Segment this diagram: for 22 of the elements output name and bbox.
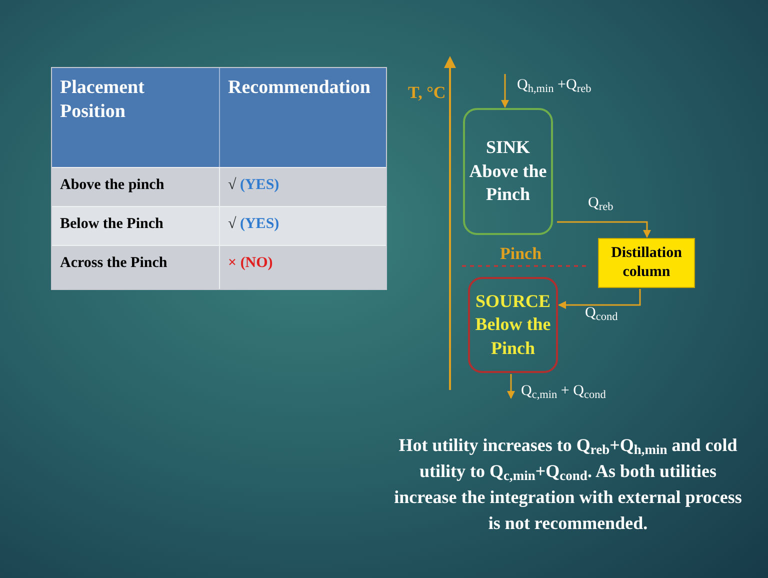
- arrow: [558, 289, 641, 309]
- axis-label: T, °C: [408, 82, 446, 104]
- table-cell: √ (YES): [219, 206, 386, 245]
- table-cell: √ (YES): [219, 167, 386, 206]
- arrow: [507, 374, 515, 399]
- source-box: SOURCE Below the Pinch: [468, 277, 558, 373]
- table-cell: × (NO): [219, 245, 386, 289]
- pinch-label: Pinch: [500, 243, 542, 265]
- header-cell: Recommendation: [219, 68, 386, 167]
- edge-label: Q$_{h,min}$ +Q$_{reb}$: [517, 78, 592, 93]
- arrow: [557, 221, 651, 238]
- edge-label: Q$_{cond}$: [585, 306, 618, 321]
- edge-label: Q$_{reb}$: [588, 196, 614, 211]
- sink-box: SINK Above the Pinch: [463, 108, 553, 235]
- note-paragraph: Hot utility increases to Q$_{reb}$+Q$_{h,min}$ and cold utility to Q$_{c,min}$+Q$_{cond}$. As both utilities increase the integration with external process is not recommended.: [393, 434, 743, 536]
- distillation-column-box: Distillation column: [598, 238, 695, 288]
- edge-label: Q$_{c,min}$ + Q$_{cond}$: [521, 384, 606, 399]
- table-cell: Below the Pinch: [52, 206, 219, 245]
- arrow: [501, 74, 509, 108]
- table-cell: Above the pinch: [52, 167, 219, 206]
- table-cell: Across the Pinch: [52, 245, 219, 289]
- header-cell-text: Placement Position: [59, 76, 146, 124]
